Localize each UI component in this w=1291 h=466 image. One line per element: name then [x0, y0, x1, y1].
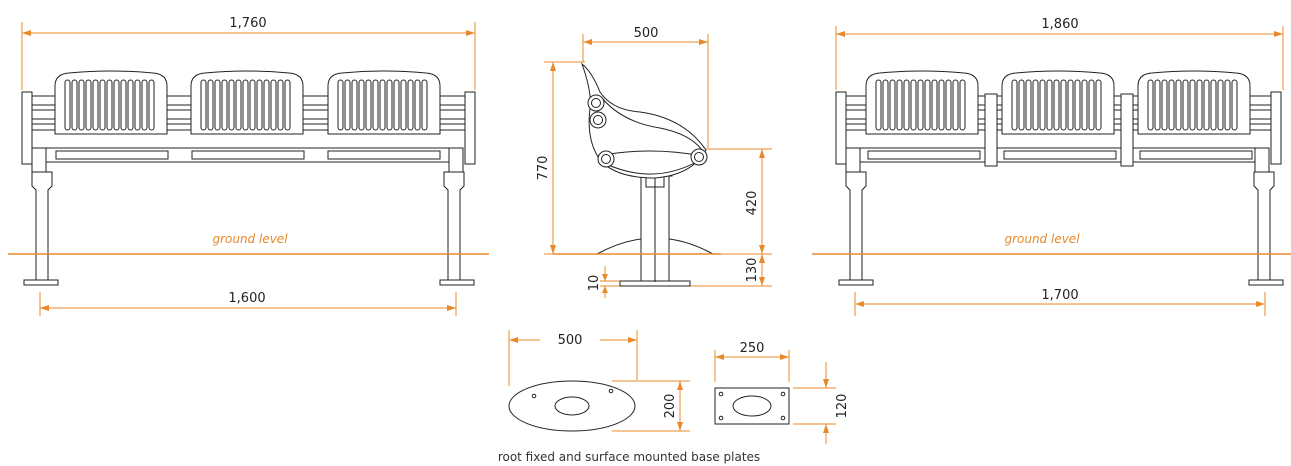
base-plates: 500 200 250: [498, 330, 850, 464]
base-dimension-right: 1,700: [854, 288, 1266, 316]
depth-label: 500: [634, 26, 659, 41]
base-width-label: 1,700: [1041, 288, 1078, 303]
top-width-label: 1,760: [229, 16, 266, 31]
below-ground-dimension: 130: [685, 254, 772, 287]
seat-height-label: 420: [745, 191, 760, 216]
top-dimension-left: 1,760: [21, 16, 476, 90]
front-view-right: 1,860 ground level: [812, 17, 1291, 316]
side-view: 500 770 420 130: [536, 26, 772, 298]
height-label: 770: [536, 156, 551, 181]
oval-width-label: 500: [558, 333, 583, 348]
rect-plate: 250 120: [714, 341, 850, 444]
plate-thickness-label: 10: [587, 275, 602, 292]
height-dimension: 770: [536, 61, 600, 255]
depth-dimension: 500: [582, 26, 709, 148]
below-ground-label: 130: [745, 258, 760, 283]
rect-height-label: 120: [835, 394, 850, 419]
base-dimension-left: 1,600: [39, 291, 457, 316]
oval-plate: 500 200: [508, 330, 690, 432]
base-width-label: 1,600: [228, 291, 265, 306]
ground-level-label: ground level: [212, 232, 288, 246]
seat-height-dimension: 420: [704, 148, 772, 255]
plate-thickness-dimension: 10: [587, 266, 622, 298]
rect-width-label: 250: [740, 341, 765, 356]
oval-height-label: 200: [663, 394, 678, 419]
top-width-label: 1,860: [1041, 17, 1078, 32]
base-plates-caption: root fixed and surface mounted base plat…: [498, 450, 760, 464]
top-dimension-right: 1,860: [835, 17, 1284, 90]
ground-level-label: ground level: [1004, 232, 1080, 246]
front-view-left: 1,760 ground level: [8, 16, 489, 316]
